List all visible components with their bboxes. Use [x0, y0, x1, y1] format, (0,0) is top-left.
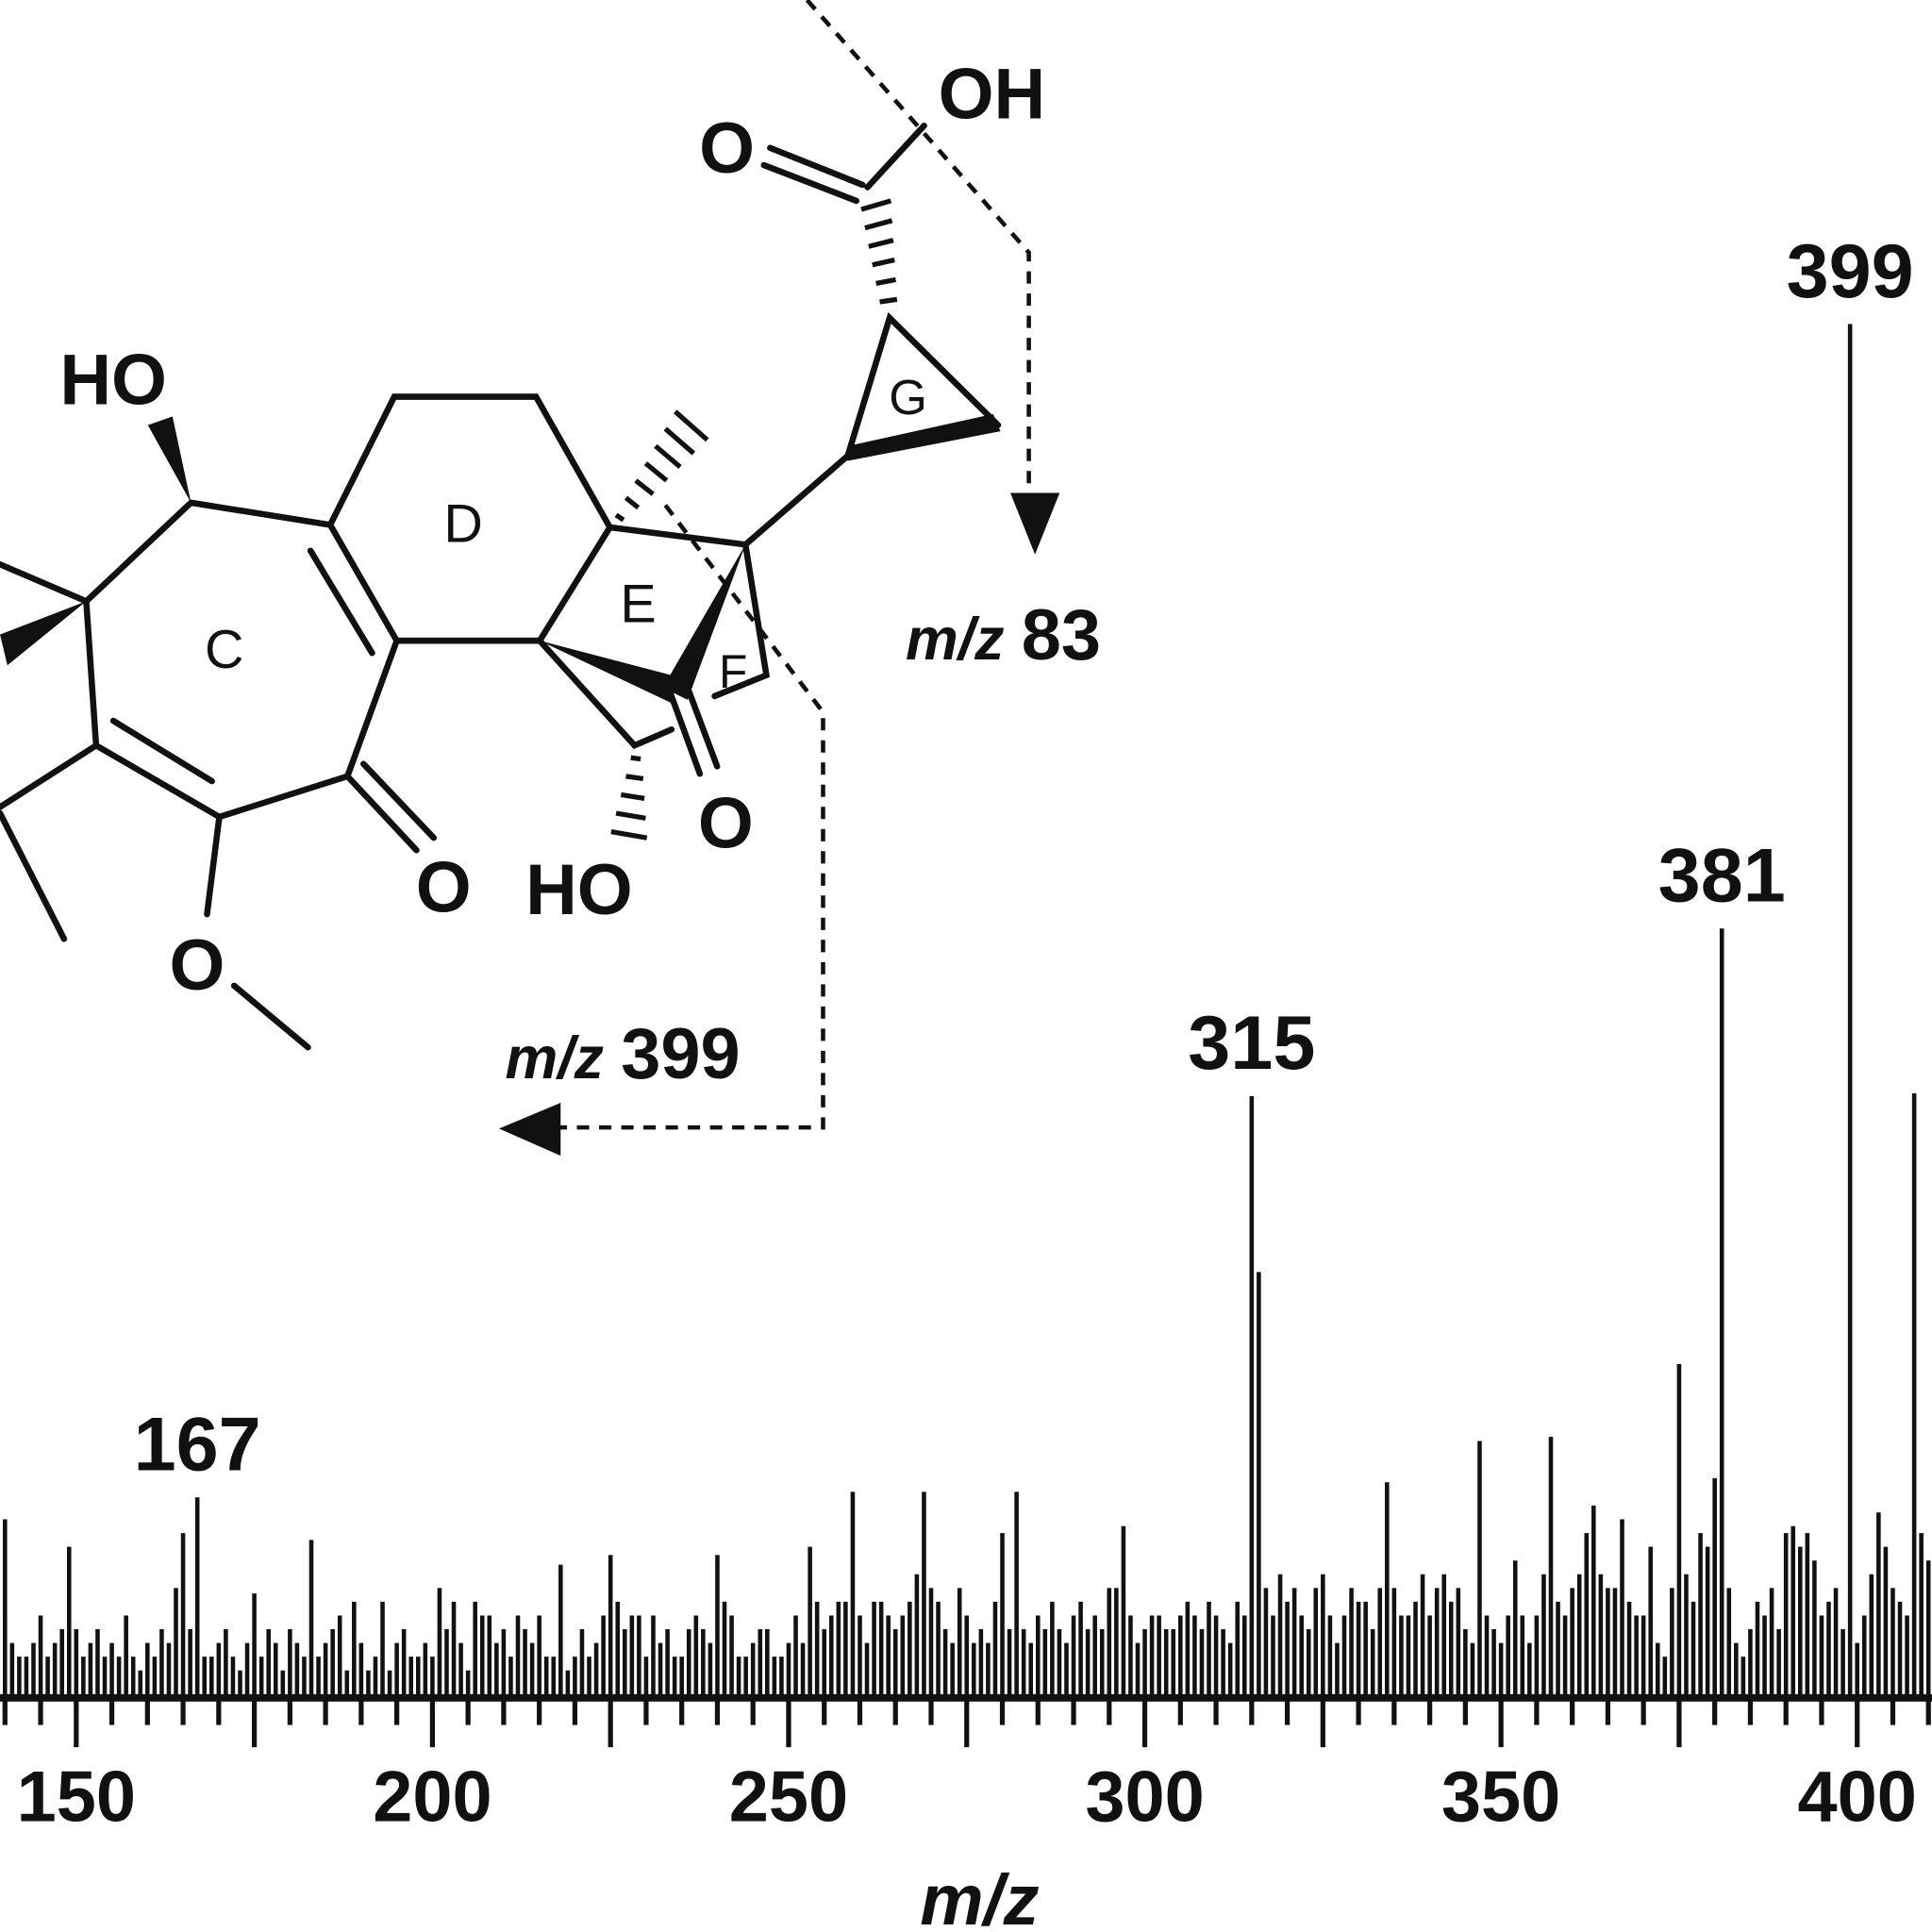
double-bond: [767, 144, 866, 189]
hashed-bond: [610, 755, 648, 841]
peak-label: 315: [1188, 1001, 1315, 1086]
double-bond: [684, 684, 721, 770]
double-bond: [360, 760, 438, 841]
wedge-bond: [540, 641, 675, 706]
arrowhead-left-icon: [498, 1102, 561, 1157]
x-axis-label: m/z: [920, 1860, 1039, 1932]
ring-label-e: E: [620, 575, 656, 635]
atom-label-o: O: [170, 925, 225, 1006]
x-axis-tick-labels: 150 200 250 300 350 400: [17, 1757, 1917, 1837]
atom-label-o: O: [699, 108, 755, 189]
peak-labels: 167 315 381 399: [134, 229, 1914, 1488]
ring-f-bonds: [711, 541, 771, 700]
ring-d-bonds: [326, 393, 614, 644]
atom-label-ho: HO: [525, 850, 633, 930]
bond: [230, 982, 311, 1051]
ring-label-f: F: [719, 645, 747, 698]
wedge-bond: [147, 416, 192, 503]
hashed-bond: [860, 198, 898, 305]
ring-c-bonds: [83, 499, 401, 821]
ring-label-d: D: [443, 494, 483, 555]
atom-label-oh: OH: [939, 54, 1046, 134]
x-tick-label: 200: [373, 1757, 491, 1837]
x-tick-label: 350: [1441, 1757, 1560, 1837]
fragmentation-path-83: [805, 0, 1031, 499]
atom-label-o: O: [416, 848, 472, 928]
bond: [864, 122, 927, 191]
double-bond: [307, 547, 375, 657]
peak-label: 399: [1787, 229, 1914, 314]
arrowhead-down-icon: [1010, 492, 1060, 555]
fragmentation-path-399: [554, 504, 825, 1130]
x-tick-label: 400: [1798, 1757, 1917, 1837]
peak-label: 167: [134, 1402, 261, 1487]
double-bond: [668, 692, 704, 777]
ring-label-g: G: [889, 371, 927, 425]
double-bond: [344, 773, 420, 854]
peak-label: 381: [1658, 834, 1786, 919]
double-bond: [760, 161, 860, 205]
bond: [0, 560, 90, 605]
x-tick-label: 300: [1085, 1757, 1204, 1837]
spectrum-bars: [0, 324, 1931, 1698]
ring-label-c: C: [205, 620, 244, 680]
double-bond: [109, 717, 215, 785]
bond: [0, 741, 100, 810]
wedge-bond: [0, 601, 87, 666]
bond: [0, 809, 68, 942]
atom-label-o: O: [698, 784, 754, 864]
atom-label-ho: HO: [59, 340, 167, 420]
hashed-bond: [614, 409, 709, 523]
ring-e-bonds: [607, 524, 749, 548]
bridge-bond: [536, 637, 675, 750]
bond: [741, 452, 851, 548]
x-axis-ticks: [2, 1697, 1931, 1748]
wedge-bond: [847, 413, 1001, 461]
x-tick-label: 250: [729, 1757, 848, 1837]
x-tick-label: 150: [17, 1757, 136, 1837]
bond: [204, 813, 223, 918]
ring-g-bonds: [844, 311, 1002, 459]
